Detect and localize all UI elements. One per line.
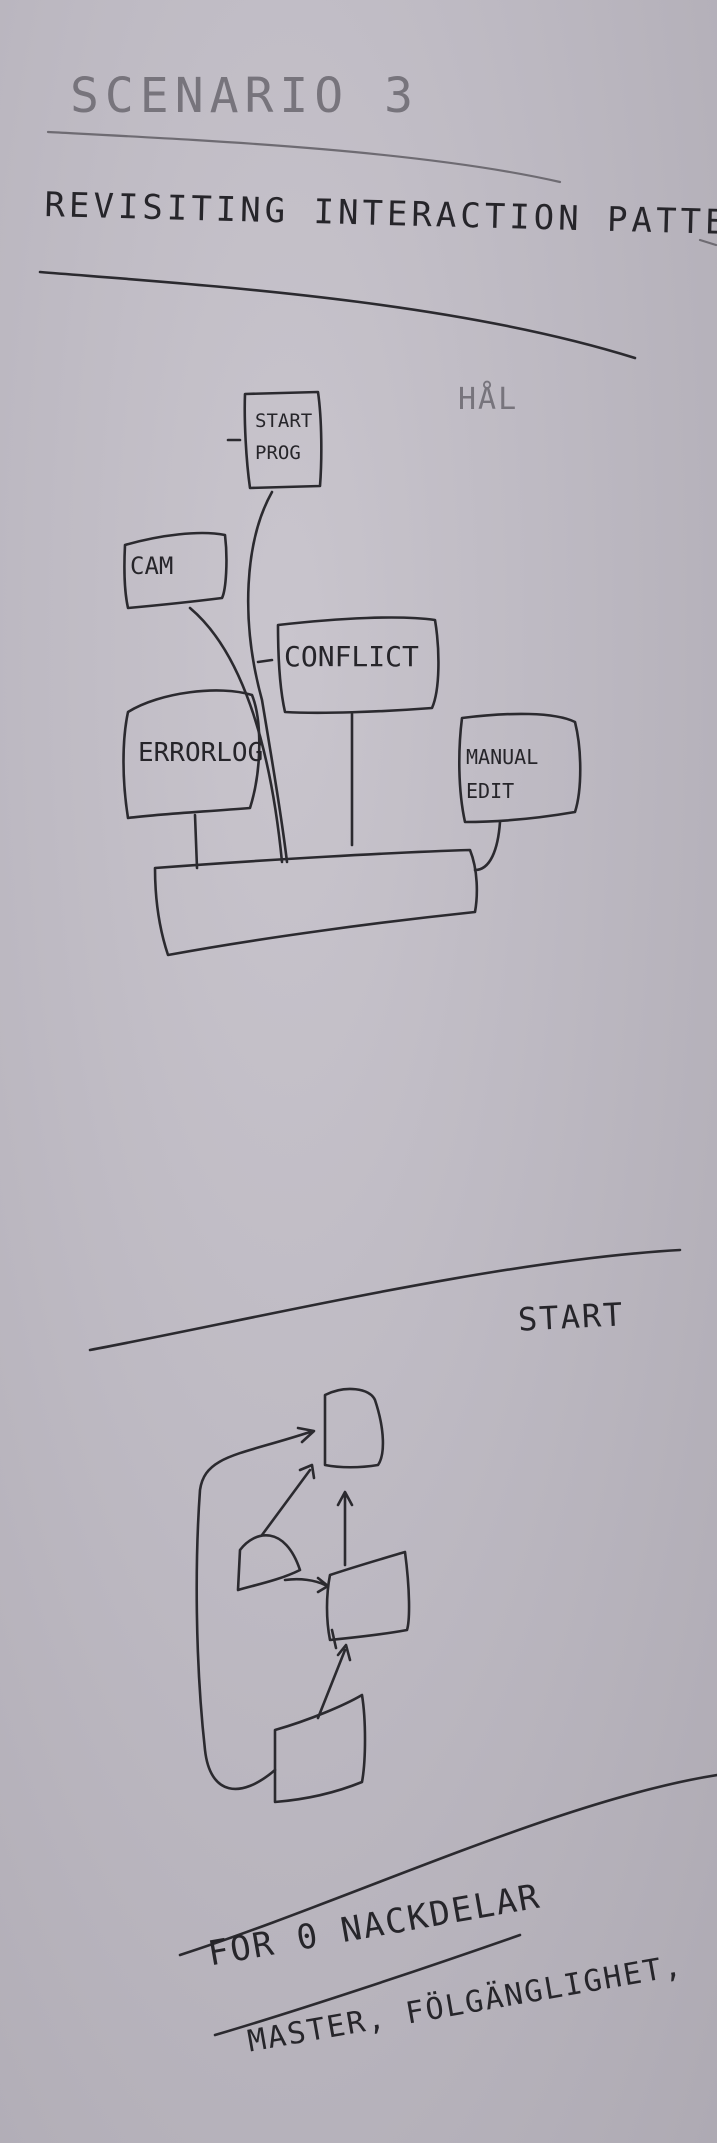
flow-left-box: [238, 1535, 300, 1590]
flow-top-box: [325, 1389, 383, 1467]
loop-arrow: [197, 1428, 314, 1789]
arrow-left-to-middle: [285, 1578, 328, 1592]
system-diagram: [124, 392, 581, 955]
node-label-start-prog: START PROG: [255, 405, 325, 469]
node-label-conflict: CONFLICT: [284, 640, 419, 673]
start-label: START: [517, 1295, 625, 1339]
scenario-title: SCENARIO 3: [70, 68, 419, 124]
start-flow-diagram: [197, 1389, 409, 1802]
conflict-tick: [258, 660, 272, 662]
arrow-middle-to-top: [338, 1492, 352, 1565]
node-label-manual-edit: MANUAL EDIT: [466, 740, 576, 808]
node-label-errorlog: ERRORLOG: [138, 738, 263, 768]
hal-label: HÅL: [458, 382, 518, 417]
arrow-left-to-top: [262, 1465, 314, 1535]
flow-middle-box: [327, 1552, 409, 1640]
node-label-cam: CAM: [130, 552, 173, 580]
line-manual-to-base: [475, 822, 500, 870]
title-underline: [48, 132, 560, 182]
divider-line-1: [40, 272, 635, 358]
arrow-bottom-to-middle: [318, 1645, 350, 1718]
line-errorlog-to-base: [195, 815, 197, 868]
base-box: [155, 850, 477, 955]
